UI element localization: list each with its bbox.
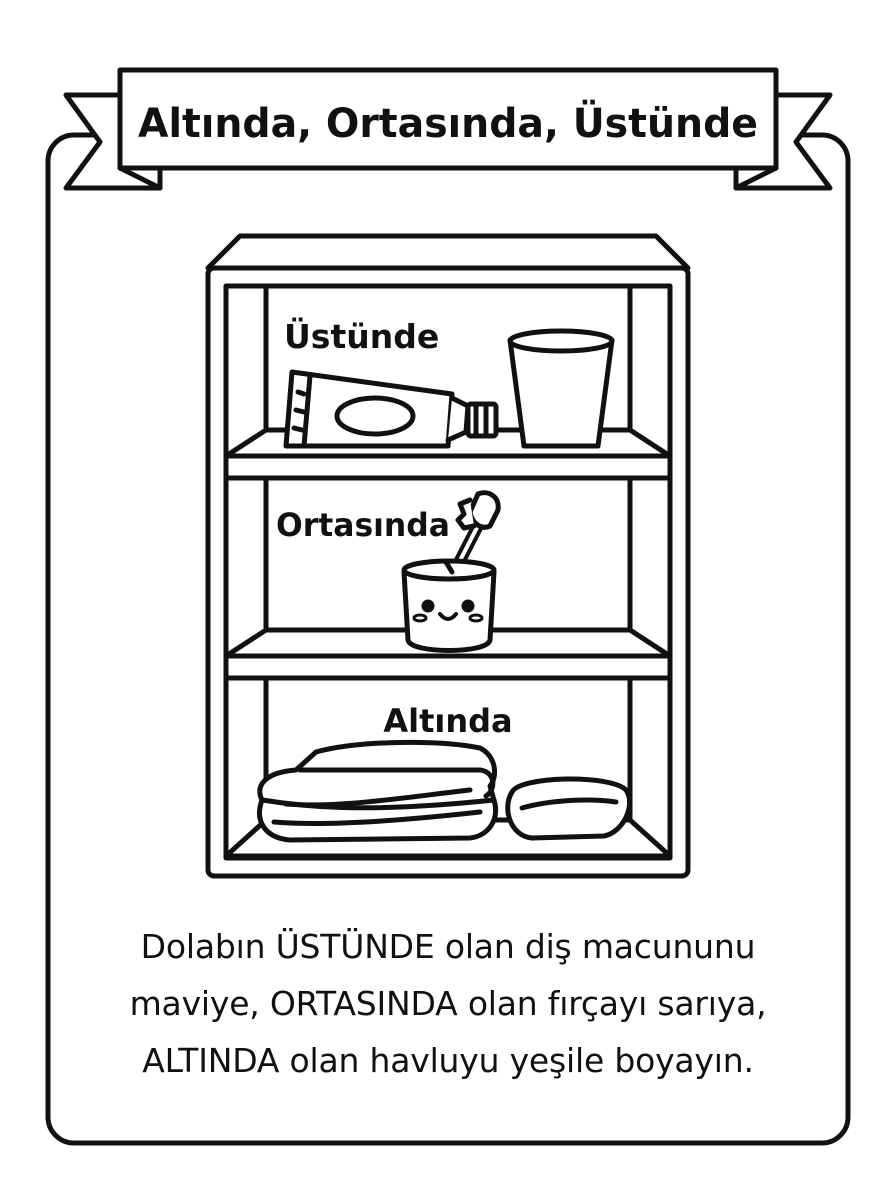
toothpaste-icon (283, 369, 499, 449)
label-middle-shelf: Ortasında (276, 506, 450, 544)
label-top-shelf: Üstünde (284, 316, 439, 356)
instruction-line-1: Dolabın ÜSTÜNDE olan diş macununu (140, 927, 756, 966)
label-bottom-shelf: Altında (383, 702, 512, 740)
ribbon-banner (117, 67, 779, 171)
instruction-line-2: maviye, ORTASINDA olan fırçayı sarıya, (129, 984, 767, 1023)
smiling-cup-icon (401, 558, 497, 653)
instruction-line-3: ALTINDA olan havluyu yeşile boyayın. (142, 1041, 754, 1080)
title-ribbon (63, 67, 833, 191)
page-title: Altında, Ortasında, Üstünde (138, 99, 758, 147)
soap-icon (505, 776, 633, 841)
cup-icon (507, 328, 615, 449)
instructions: Dolabın ÜSTÜNDE olan diş macununu maviye… (70, 918, 826, 1089)
towel-icon (257, 739, 498, 843)
cabinet-top (205, 233, 691, 271)
